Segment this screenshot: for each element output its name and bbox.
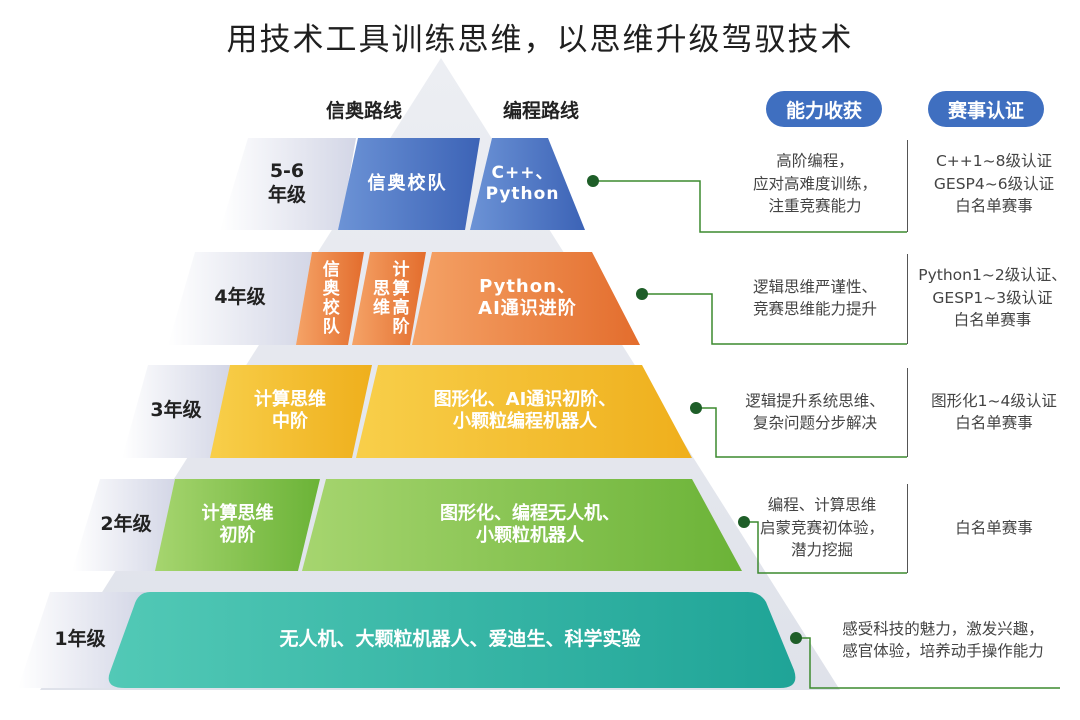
tier1-grade-label: 5-6 年级 xyxy=(267,160,306,206)
tier5-ability: 感受科技的魅力，激发兴趣， 感官体验，培养动手操作能力 xyxy=(842,619,1044,660)
tier3-connector xyxy=(696,407,907,458)
tier2-separator xyxy=(907,254,908,344)
tier1-school-shape xyxy=(338,138,480,230)
tier2-grade-label: 4年级 xyxy=(214,286,266,309)
tier4-thinking-label: 计算思维 初阶 xyxy=(201,502,274,547)
tier4-coding-shape xyxy=(302,479,742,571)
tier3-grade-label: 3年级 xyxy=(150,399,202,422)
header-ability-pill: 能力收获 xyxy=(766,91,882,127)
tier4-separator xyxy=(907,484,908,573)
tier1-separator xyxy=(907,140,908,232)
tier2-coding-label: Python、 AI通识进阶 xyxy=(478,275,577,320)
tier3-ability: 逻辑提升系统思维、 复杂问题分步解决 xyxy=(745,391,885,432)
tier3-coding-label: 图形化、AI通识初阶、 小颗粒编程机器人 xyxy=(433,388,617,433)
tier4-dot xyxy=(738,516,750,528)
tier1-dot xyxy=(587,175,599,187)
tier5-coding-shape xyxy=(108,592,796,688)
header-contest-pill: 赛事认证 xyxy=(928,91,1044,127)
tier4-ability: 编程、计算思维 启蒙竞赛初体验， 潜力挖掘 xyxy=(759,496,884,560)
tier4-contest: 白名单赛事 xyxy=(955,518,1033,537)
tier1-school-label: 信奥校队 xyxy=(367,172,448,194)
tier2-thinking-label: 计算高阶思维 xyxy=(369,260,409,336)
tier2-coding-shape xyxy=(412,252,640,345)
tier1-grade-shape xyxy=(220,138,356,230)
tier2-school-label: 信奥校队 xyxy=(318,260,339,336)
tier5-coding-label: 无人机、大颗粒机器人、爱迪生、科学实验 xyxy=(279,628,641,651)
tier3-coding-shape xyxy=(356,365,692,458)
tier3-separator xyxy=(907,368,908,457)
tier3-contest: 图形化1~4级认证 白名单赛事 xyxy=(931,391,1057,432)
header-xinao-route: 信奥路线 xyxy=(326,100,403,122)
tier3-dot xyxy=(690,402,702,414)
tier4-coding-label: 图形化、编程无人机、 小颗粒机器人 xyxy=(440,502,620,547)
tier2-ability: 逻辑思维严谨性、 竞赛思维能力提升 xyxy=(752,277,877,318)
tier4-grade-shape xyxy=(72,479,175,571)
tier1-coding-shape xyxy=(470,138,585,230)
tier2-contest: Python1~2级认证、 GESP1~3级认证 白名单赛事 xyxy=(918,266,1067,330)
tier4-thinking-shape xyxy=(155,479,320,571)
tier1-contest: C++1~8级认证 GESP4~6级认证 白名单赛事 xyxy=(933,152,1055,216)
header-coding-route: 编程路线 xyxy=(503,100,580,122)
tier3-grade-shape xyxy=(122,365,230,458)
tier2-connector xyxy=(642,293,907,345)
tier3-thinking-label: 计算思维 中阶 xyxy=(254,388,326,433)
tier5-grade-label: 1年级 xyxy=(54,628,106,651)
tier1-connector xyxy=(593,180,907,233)
tier5-dot xyxy=(790,632,802,644)
page-title: 用技术工具训练思维，以思维升级驾驭技术 xyxy=(226,22,854,58)
tier2-school-shape xyxy=(296,252,364,345)
tier4-grade-label: 2年级 xyxy=(100,513,152,536)
tier1-coding-label: C++、 Python xyxy=(485,162,560,204)
tier5-connector xyxy=(796,637,1060,689)
tier4-connector xyxy=(744,521,907,574)
tier3-thinking-shape xyxy=(210,365,372,458)
tier2-grade-shape xyxy=(168,252,312,345)
tier1-ability: 高阶编程， 应对高难度训练， 注重竞赛能力 xyxy=(752,152,877,216)
tier2-thinking-shape xyxy=(352,252,426,345)
tier2-dot xyxy=(636,288,648,300)
